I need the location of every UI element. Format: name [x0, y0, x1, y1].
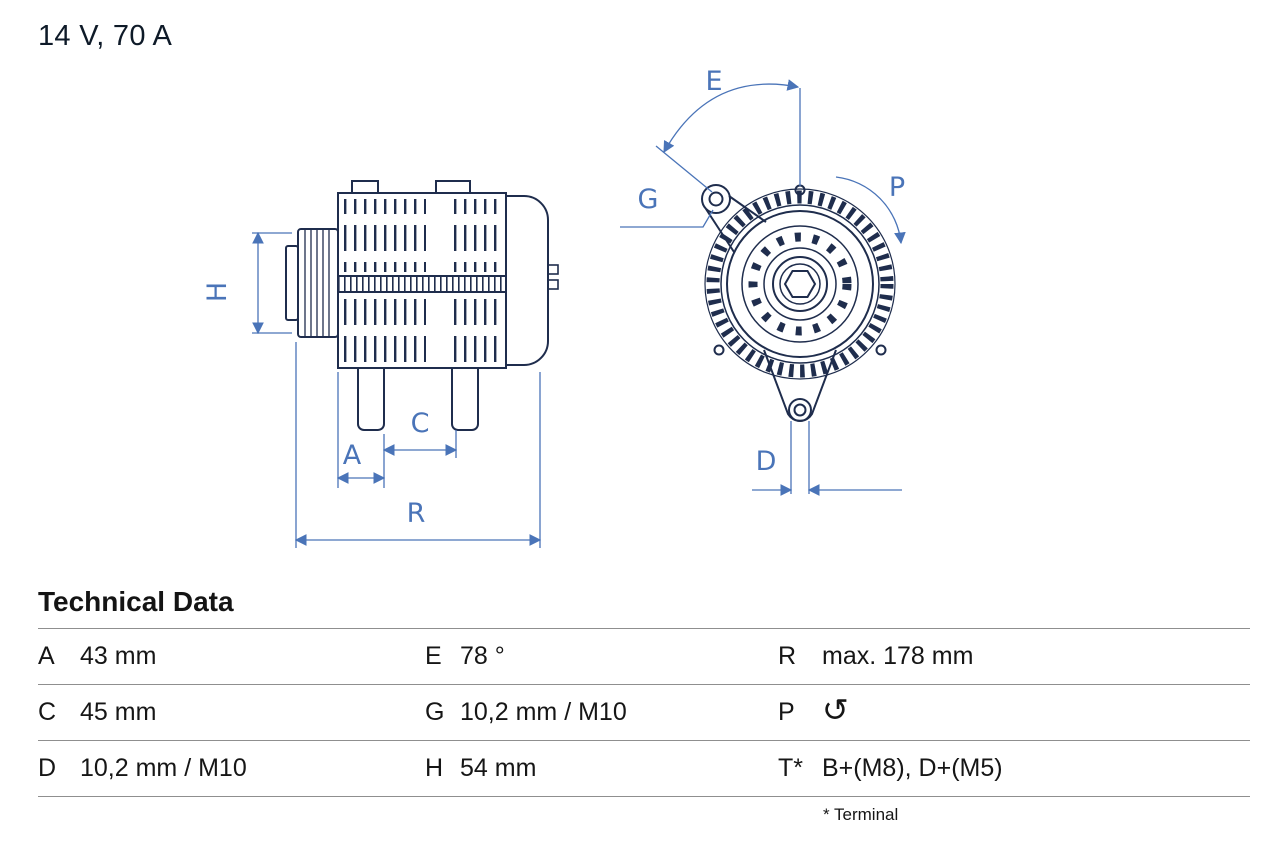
shaft-nut: [783, 270, 817, 298]
dim-label-d: D: [756, 446, 777, 477]
dim-label-g: G: [638, 184, 659, 215]
dim-a: [336, 372, 386, 488]
dim-value: 54 mm: [460, 754, 537, 782]
dim-value: 78 °: [460, 642, 505, 670]
front-view-dimensions: [620, 79, 906, 496]
dim-value: 45 mm: [80, 698, 157, 726]
dim-label-c: C: [411, 408, 430, 439]
dim-label-e: E: [705, 66, 722, 97]
side-view-dimensions: [252, 231, 542, 548]
page-title: 14 V, 70 A: [38, 20, 173, 52]
technical-data-heading: Technical Data: [38, 586, 234, 617]
mounting-ear: [701, 184, 767, 253]
dim-value: 43 mm: [80, 642, 157, 670]
vent-slots: [452, 296, 502, 362]
dim-p-rotation-arrow: [835, 176, 906, 245]
stator-teeth-ring: [706, 190, 894, 378]
dim-value: 10,2 mm / M10: [460, 698, 627, 726]
dimension-labels: H A C R E G P D: [202, 66, 905, 529]
top-lug-rear: [435, 180, 471, 194]
dim-value: 10,2 mm / M10: [80, 754, 247, 782]
vent-slots: [344, 199, 426, 272]
rear-cover: [506, 195, 549, 366]
dim-key: H: [425, 754, 444, 782]
bottom-arm: [763, 349, 837, 422]
table-row: C 45 mm G 10,2 mm / M10 P ↺: [38, 684, 1250, 740]
vent-slots: [452, 199, 502, 272]
stator-band: [337, 275, 507, 293]
dim-value: B+(M8), D+(M5): [822, 754, 1003, 782]
vent-slots: [344, 296, 426, 362]
dim-key: G: [425, 698, 445, 726]
side-tab-hole-right: [875, 344, 887, 356]
technical-data-table: A 43 mm E 78 ° R max. 178 mm C 45 mm G 1…: [38, 628, 1250, 797]
technical-data-section: Technical Data A 43 mm E 78 ° R max. 178…: [38, 586, 1250, 825]
side-tab-hole-left: [713, 344, 725, 356]
side-view: [285, 180, 559, 431]
dim-value: max. 178 mm: [822, 642, 974, 670]
table-row: A 43 mm E 78 ° R max. 178 mm: [38, 628, 1250, 684]
dim-key: P: [778, 698, 795, 726]
dim-e: [655, 79, 801, 193]
rotation-direction-icon: ↺: [822, 695, 849, 728]
dim-label-a: A: [343, 440, 362, 471]
terminal-stud: [547, 264, 559, 290]
mounting-foot-rear: [451, 368, 479, 431]
dim-key: E: [425, 642, 442, 670]
dim-g: [620, 209, 714, 228]
table-row: D 10,2 mm / M10 H 54 mm T* B+(M8), D+(M5…: [38, 740, 1250, 796]
dim-label-r: R: [407, 498, 426, 529]
dim-key: T*: [778, 754, 803, 782]
dim-label-h: H: [202, 282, 233, 302]
dim-key: C: [38, 698, 57, 726]
terminal-footnote: * Terminal: [823, 805, 899, 824]
dim-d: [752, 421, 902, 496]
dim-key: D: [38, 754, 57, 782]
alternator-technical-drawing: H A C R E G P D: [202, 66, 906, 548]
dim-c: [382, 430, 458, 458]
dim-key: A: [38, 642, 55, 670]
dim-r: [294, 342, 542, 548]
dim-key: R: [778, 642, 797, 670]
dim-label-p: P: [889, 172, 905, 203]
dim-h: [252, 231, 292, 335]
top-lug-front: [351, 180, 379, 194]
pulley: [285, 228, 339, 338]
front-view: [701, 184, 896, 422]
fan-ring: [748, 232, 852, 336]
mounting-foot-front: [357, 368, 385, 431]
